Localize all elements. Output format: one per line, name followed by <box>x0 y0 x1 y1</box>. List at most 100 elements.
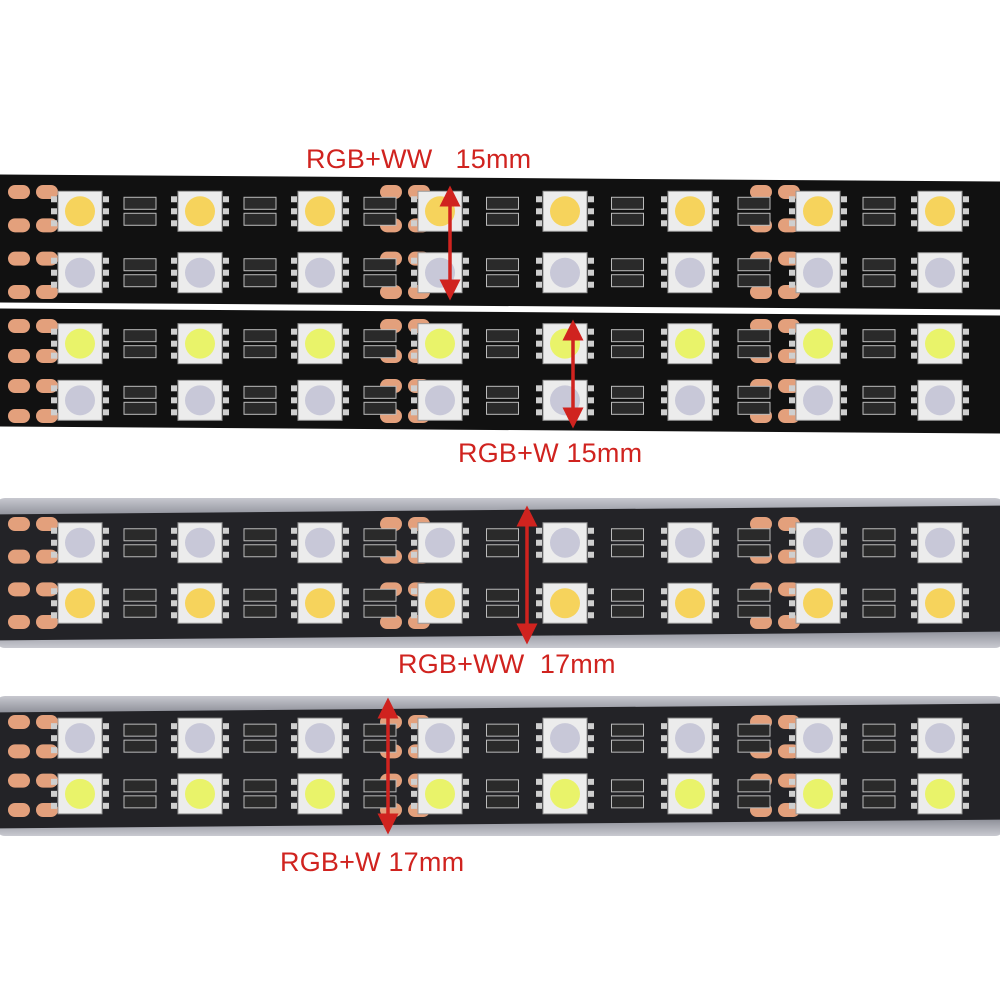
led-lead <box>223 385 229 392</box>
led-lead <box>171 790 177 797</box>
led-lead <box>463 281 469 288</box>
led-lead <box>103 539 109 546</box>
resistor <box>611 258 644 272</box>
led-lead <box>911 612 917 619</box>
rgb-led-chip <box>65 527 95 558</box>
resistor <box>611 329 644 343</box>
led-lead <box>713 790 719 797</box>
led-lead <box>963 352 969 359</box>
led-lead <box>536 257 542 264</box>
led-lead <box>51 397 57 404</box>
led-lead <box>963 747 969 754</box>
resistor <box>611 544 644 558</box>
rgb-led-chip <box>675 385 705 416</box>
led-lead <box>661 778 667 785</box>
led-lead <box>588 385 594 392</box>
solder-pad <box>778 285 800 299</box>
led-lead <box>291 790 297 797</box>
led-lead <box>661 802 667 809</box>
led-lead <box>291 409 297 416</box>
white-led-chip <box>803 328 833 359</box>
led-lead <box>51 551 57 558</box>
resistor <box>123 528 157 542</box>
led-lead <box>463 790 469 797</box>
solder-pad <box>8 615 30 629</box>
led-lead <box>536 778 542 785</box>
resistor <box>611 739 644 753</box>
led-lead <box>841 778 847 785</box>
resistor <box>123 723 157 737</box>
resistor <box>486 779 519 793</box>
led-lead <box>103 397 109 404</box>
led-lead <box>223 551 229 558</box>
led-lead <box>343 747 349 754</box>
led-lead <box>411 409 417 416</box>
solder-pad <box>36 285 58 299</box>
led-lead <box>103 735 109 742</box>
led-lead <box>291 340 297 347</box>
led-lead <box>51 588 57 595</box>
led-lead <box>536 196 542 203</box>
rgb-led-chip <box>925 257 955 288</box>
led-lead <box>171 778 177 785</box>
solder-pad <box>750 185 772 199</box>
led-lead <box>171 208 177 215</box>
led-lead <box>291 397 297 404</box>
led-lead <box>713 397 719 404</box>
led-lead <box>171 527 177 534</box>
resistor <box>611 212 644 226</box>
rgb-led-chip <box>425 723 455 754</box>
led-lead <box>713 281 719 288</box>
resistor <box>611 604 644 618</box>
resistor <box>123 212 157 226</box>
led-lead <box>463 778 469 785</box>
led-lead <box>963 220 969 227</box>
resistor <box>363 345 397 359</box>
resistor <box>123 544 157 558</box>
solder-pad <box>36 615 58 629</box>
led-lead <box>411 328 417 335</box>
white-led-chip <box>305 588 335 619</box>
resistor <box>486 385 519 399</box>
led-lead <box>291 588 297 595</box>
led-lead <box>291 600 297 607</box>
led-lead <box>841 539 847 546</box>
led-lead <box>103 723 109 730</box>
led-lead <box>411 340 417 347</box>
led-lead <box>661 539 667 546</box>
white-led-chip <box>185 588 215 619</box>
led-lead <box>789 612 795 619</box>
resistor <box>243 385 277 399</box>
led-lead <box>51 600 57 607</box>
solder-pad <box>8 379 30 393</box>
led-lead <box>103 196 109 203</box>
led-lead <box>588 527 594 534</box>
rgb-led-chip <box>550 723 580 754</box>
led-lead <box>963 208 969 215</box>
led-lead <box>661 790 667 797</box>
led-lead <box>343 802 349 809</box>
led-lead <box>463 539 469 546</box>
led-lead <box>103 527 109 534</box>
led-lead <box>841 196 847 203</box>
white-led-chip <box>425 328 455 359</box>
white-led-chip <box>425 588 455 619</box>
led-lead <box>789 281 795 288</box>
resistor <box>737 723 771 737</box>
led-lead <box>291 778 297 785</box>
rgb-led-chip <box>803 257 833 288</box>
led-lead <box>463 600 469 607</box>
rgb-led-chip <box>305 257 335 288</box>
led-lead <box>103 790 109 797</box>
solder-pad <box>8 285 30 299</box>
resistor <box>862 212 896 226</box>
resistor <box>243 401 277 415</box>
resistor <box>363 258 397 272</box>
white-led-chip <box>185 778 215 809</box>
resistor <box>123 345 157 359</box>
led-lead <box>661 588 667 595</box>
led-lead <box>171 588 177 595</box>
white-led-chip <box>305 778 335 809</box>
led-lead <box>588 778 594 785</box>
led-lead <box>588 328 594 335</box>
